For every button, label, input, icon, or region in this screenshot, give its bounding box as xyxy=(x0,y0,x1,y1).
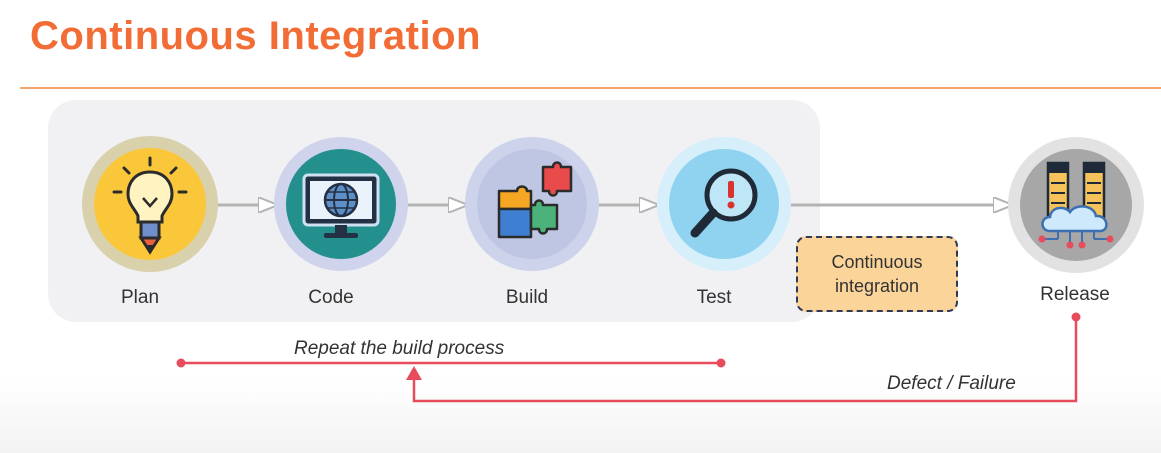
stage-release xyxy=(1008,137,1144,273)
stage-label-test: Test xyxy=(696,287,732,308)
stage-label-code: Code xyxy=(308,287,354,308)
lightbulb-pencil-icon xyxy=(112,156,188,255)
repeat-loop-label: Repeat the build process xyxy=(294,338,505,359)
repeat-loop-end-dot xyxy=(716,358,726,368)
stage-plan xyxy=(82,136,218,272)
stage-label-release: Release xyxy=(1040,284,1110,305)
server-cloud-icon xyxy=(1038,161,1114,249)
title-divider xyxy=(20,87,1161,89)
stage-code xyxy=(274,137,408,271)
puzzle-pieces-icon xyxy=(497,161,573,239)
defect-loop-arrowhead xyxy=(406,366,422,380)
defect-loop-line xyxy=(412,317,1078,403)
magnifier-exclamation-icon xyxy=(690,168,758,238)
background-fade xyxy=(0,380,1161,453)
page-title: Continuous Integration xyxy=(30,14,481,58)
stage-test xyxy=(657,137,791,271)
defect-loop-label: Defect / Failure xyxy=(887,373,1016,394)
stage-label-build: Build xyxy=(505,287,549,308)
continuous-integration-box: Continuous integration xyxy=(796,236,958,312)
repeat-loop-start-dot xyxy=(176,358,186,368)
stage-label-plan: Plan xyxy=(120,287,160,308)
stage-build xyxy=(465,137,599,271)
monitor-globe-icon xyxy=(302,173,380,238)
